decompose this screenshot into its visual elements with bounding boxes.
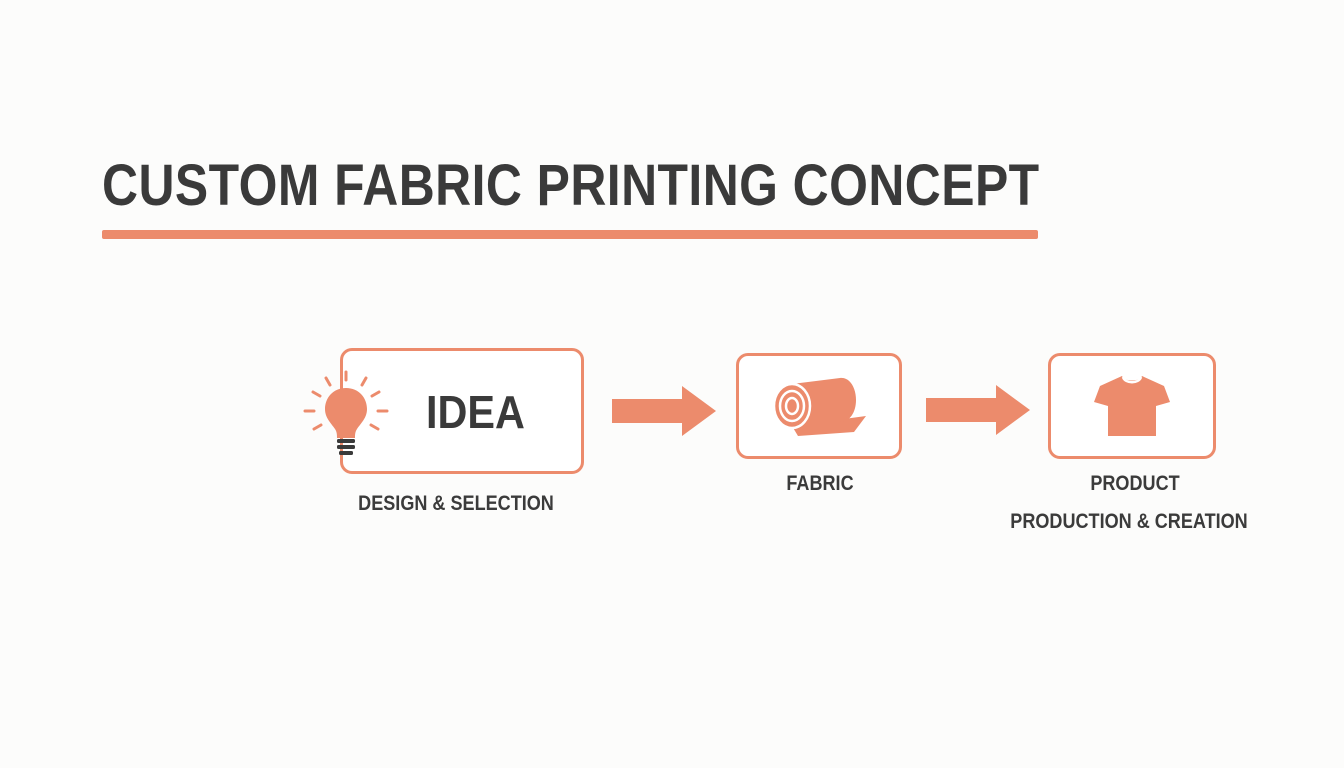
page-title: CUSTOM FABRIC PRINTING CONCEPT xyxy=(102,153,1040,218)
production-creation-caption: PRODUCTION & CREATION xyxy=(1010,510,1248,533)
product-caption: PRODUCT xyxy=(1090,472,1180,495)
fabric-roll-icon xyxy=(772,377,866,436)
idea-label: IDEA xyxy=(426,386,525,438)
arrow-right-icon xyxy=(926,385,1030,435)
t-shirt-icon xyxy=(1094,376,1170,436)
fabric-caption: FABRIC xyxy=(786,472,854,495)
lightbulb-icon xyxy=(303,370,389,455)
arrow-right-icon xyxy=(612,386,716,436)
title-underline xyxy=(102,230,1038,239)
design-selection-caption: DESIGN & SELECTION xyxy=(358,492,554,515)
